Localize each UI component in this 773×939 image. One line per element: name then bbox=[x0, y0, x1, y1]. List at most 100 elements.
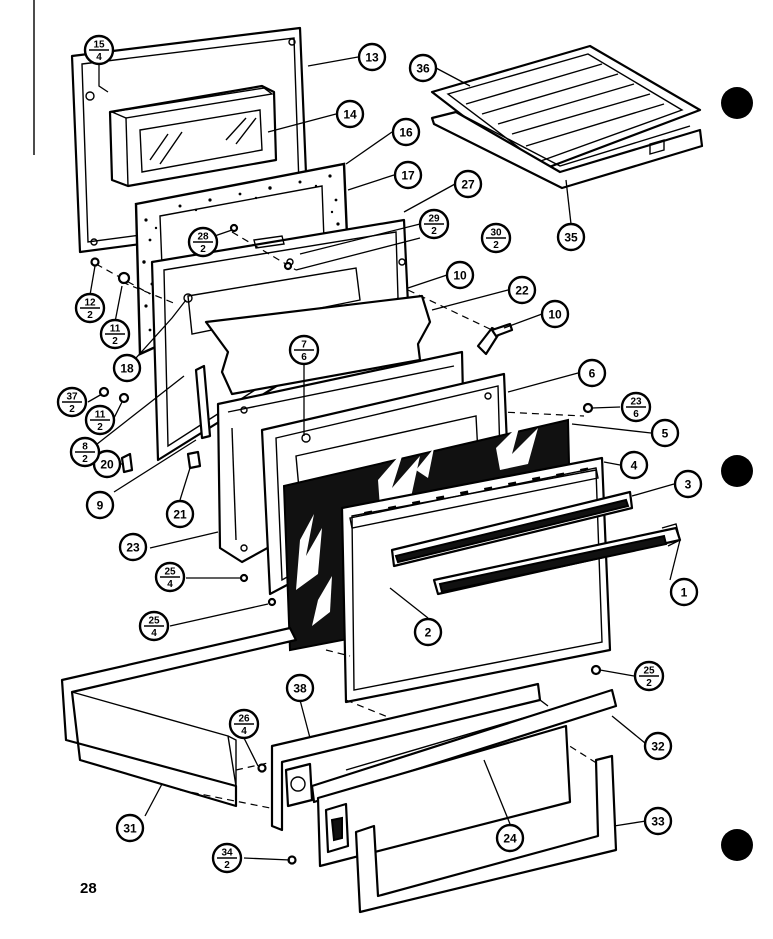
fraction-quantity: 4 bbox=[241, 726, 247, 737]
callout-17: 17 bbox=[393, 160, 423, 190]
fraction-part-number: 28 bbox=[197, 232, 209, 243]
fraction-callout-34-2: 342 bbox=[211, 842, 243, 874]
callout-18: 18 bbox=[112, 353, 142, 383]
alignment-line bbox=[407, 289, 493, 331]
callout-27: 27 bbox=[453, 169, 483, 199]
callout-label: 27 bbox=[461, 178, 475, 192]
fraction-callout-29-2: 292 bbox=[418, 208, 450, 240]
part-24-drawer-panel bbox=[316, 724, 572, 868]
callout-circle bbox=[393, 160, 423, 190]
callout-circle bbox=[445, 260, 475, 290]
callout-circle bbox=[112, 353, 142, 383]
callout-label: 10 bbox=[453, 269, 467, 283]
fraction-callout-11-2: 112 bbox=[84, 404, 116, 436]
callout-23: 23 bbox=[118, 532, 148, 562]
binder-hole bbox=[721, 829, 753, 861]
fraction-quantity: 4 bbox=[96, 52, 102, 63]
fraction-quantity: 2 bbox=[493, 240, 499, 251]
fraction-quantity: 2 bbox=[112, 336, 118, 347]
callout-circle bbox=[453, 169, 483, 199]
callout-label: 35 bbox=[564, 231, 578, 245]
callout-32: 32 bbox=[643, 731, 673, 761]
callout-circle bbox=[118, 532, 148, 562]
fraction-callout-25-4: 254 bbox=[138, 610, 170, 642]
callout-label: 36 bbox=[416, 62, 430, 76]
callout-label: 10 bbox=[548, 308, 562, 322]
callout-label: 20 bbox=[100, 458, 114, 472]
part-32-drawer-trim bbox=[310, 688, 618, 804]
callout-circle bbox=[643, 731, 673, 761]
fraction-part-number: 25 bbox=[148, 616, 160, 627]
fraction-part-number: 30 bbox=[490, 228, 502, 239]
callout-label: 17 bbox=[401, 169, 415, 183]
callout-14: 14 bbox=[335, 99, 365, 129]
part-38-drawer-front bbox=[270, 682, 549, 832]
callout-circle bbox=[495, 823, 525, 853]
fraction-quantity: 4 bbox=[151, 628, 157, 639]
alignment-line bbox=[121, 281, 177, 305]
fraction-part-number: 25 bbox=[164, 567, 176, 578]
fraction-part-number: 11 bbox=[95, 410, 106, 421]
callout-22: 22 bbox=[507, 275, 537, 305]
fraction-part-number: 37 bbox=[66, 392, 78, 403]
alignment-line bbox=[459, 409, 585, 417]
callout-9: 9 bbox=[85, 490, 115, 520]
leader-lines bbox=[87, 56, 681, 861]
fraction-part-number: 26 bbox=[238, 714, 250, 725]
callout-circle bbox=[669, 577, 699, 607]
callout-label: 23 bbox=[126, 541, 140, 555]
callout-circle bbox=[115, 813, 145, 843]
callout-label: 2 bbox=[425, 626, 432, 640]
fraction-callout-15-4: 154 bbox=[83, 34, 115, 66]
fraction-quantity: 2 bbox=[87, 310, 93, 321]
alignment-line bbox=[325, 649, 351, 657]
fraction-quantity: 2 bbox=[431, 226, 437, 237]
callout-label: 16 bbox=[399, 126, 413, 140]
callout-circle bbox=[673, 469, 703, 499]
fraction-quantity: 2 bbox=[224, 860, 230, 871]
fraction-part-number: 34 bbox=[221, 848, 233, 859]
fraction-callout-7-6: 76 bbox=[288, 334, 320, 366]
part-1-door-handle bbox=[432, 523, 682, 596]
callout-label: 38 bbox=[293, 682, 307, 696]
part-10-hinge bbox=[476, 322, 514, 356]
callout-10: 10 bbox=[445, 260, 475, 290]
part-35-broiler-pan bbox=[430, 110, 704, 190]
fraction-quantity: 2 bbox=[646, 678, 652, 689]
part-14-window-box bbox=[108, 84, 278, 188]
part-33-drawer-frame bbox=[354, 754, 618, 914]
fraction-part-number: 8 bbox=[82, 442, 88, 453]
fraction-callout-25-2: 252 bbox=[633, 660, 665, 692]
callout-circle bbox=[391, 117, 421, 147]
callout-16: 16 bbox=[391, 117, 421, 147]
callout-label: 4 bbox=[631, 459, 638, 473]
fraction-quantity: 2 bbox=[200, 244, 206, 255]
callout-circle bbox=[413, 617, 443, 647]
alignment-line bbox=[179, 789, 271, 809]
part-31-base-tray bbox=[60, 626, 298, 808]
fraction-quantity: 6 bbox=[301, 352, 307, 363]
callout-circle bbox=[540, 299, 570, 329]
fraction-callout-12-2: 122 bbox=[74, 292, 106, 324]
fraction-callout-37-2: 372 bbox=[56, 386, 88, 418]
fraction-part-number: 25 bbox=[643, 666, 655, 677]
fraction-part-number: 23 bbox=[630, 397, 642, 408]
callout-label: 14 bbox=[343, 108, 357, 122]
fraction-callout-25-4: 254 bbox=[154, 561, 186, 593]
callout-2: 2 bbox=[413, 617, 443, 647]
callout-label: 5 bbox=[662, 427, 669, 441]
callout-circle bbox=[165, 499, 195, 529]
callout-circle bbox=[577, 358, 607, 388]
fraction-callout-30-2: 302 bbox=[480, 222, 512, 254]
callout-label: 6 bbox=[589, 367, 596, 381]
callout-layer: 1314161727363510221065431218209212338323… bbox=[85, 42, 703, 853]
callout-38: 38 bbox=[285, 673, 315, 703]
fraction-quantity: 2 bbox=[82, 454, 88, 465]
fraction-callout-23-6: 236 bbox=[620, 391, 652, 423]
callout-circle bbox=[619, 450, 649, 480]
callout-circle bbox=[643, 806, 673, 836]
binder-hole bbox=[721, 87, 753, 119]
fraction-part-number: 29 bbox=[428, 214, 440, 225]
callout-circle bbox=[507, 275, 537, 305]
